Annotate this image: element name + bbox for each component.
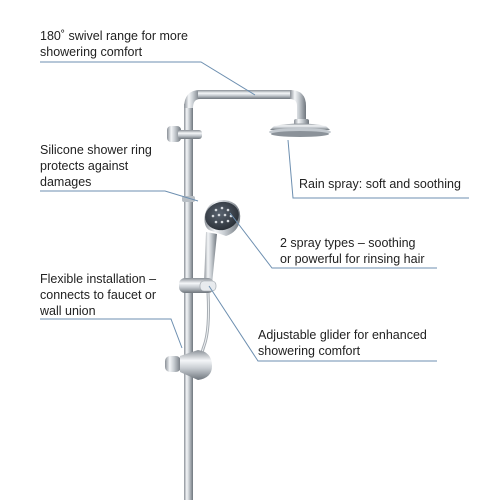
- rain-shower-head: [269, 123, 331, 137]
- callout-line-text: Flexible installation –: [40, 272, 157, 286]
- callout-installation: Flexible installation – connects to fauc…: [40, 271, 156, 319]
- hand-shower: [204, 200, 241, 284]
- callout-spray-types: 2 spray types – soothing or powerful for…: [280, 235, 425, 267]
- callout-line-text: Adjustable glider for enhanced: [258, 328, 427, 342]
- callout-line-text: damages: [40, 175, 92, 189]
- callout-line-ring: [40, 190, 199, 202]
- callout-line-installation: [40, 318, 183, 349]
- callout-line-text: showering comfort: [40, 45, 143, 59]
- callout-line-text: protects against: [40, 159, 129, 173]
- adjustable-glider: [179, 278, 217, 293]
- arm-bend: [290, 90, 306, 122]
- callout-line-glider: [208, 285, 437, 362]
- callout-line-text: 180˚ swivel range for more: [40, 29, 188, 43]
- wall-union: [165, 350, 212, 380]
- callout-line-rain: [287, 139, 469, 199]
- callout-line-text: showering comfort: [258, 344, 361, 358]
- callout-rain: Rain spray: soft and soothing: [299, 176, 461, 192]
- callout-glider: Adjustable glider for enhanced showering…: [258, 327, 427, 359]
- top-elbow: [184, 90, 200, 108]
- callout-line-swivel: [40, 61, 256, 96]
- riser-pipe: [184, 104, 193, 500]
- callout-line-text: Rain spray: soft and soothing: [299, 177, 461, 191]
- shower-arm: [198, 90, 292, 99]
- callout-swivel: 180˚ swivel range for more showering com…: [40, 28, 188, 60]
- callout-line-text: wall union: [40, 304, 96, 318]
- wall-bracket-top: [167, 126, 202, 142]
- callout-ring: Silicone shower ring protects against da…: [40, 142, 152, 190]
- callout-line-text: 2 spray types – soothing: [280, 236, 416, 250]
- callout-line-text: Silicone shower ring: [40, 143, 152, 157]
- callout-line-text: or powerful for rinsing hair: [280, 252, 425, 266]
- callout-line-text: connects to faucet or: [40, 288, 157, 302]
- callout-line-spray-types: [229, 212, 437, 269]
